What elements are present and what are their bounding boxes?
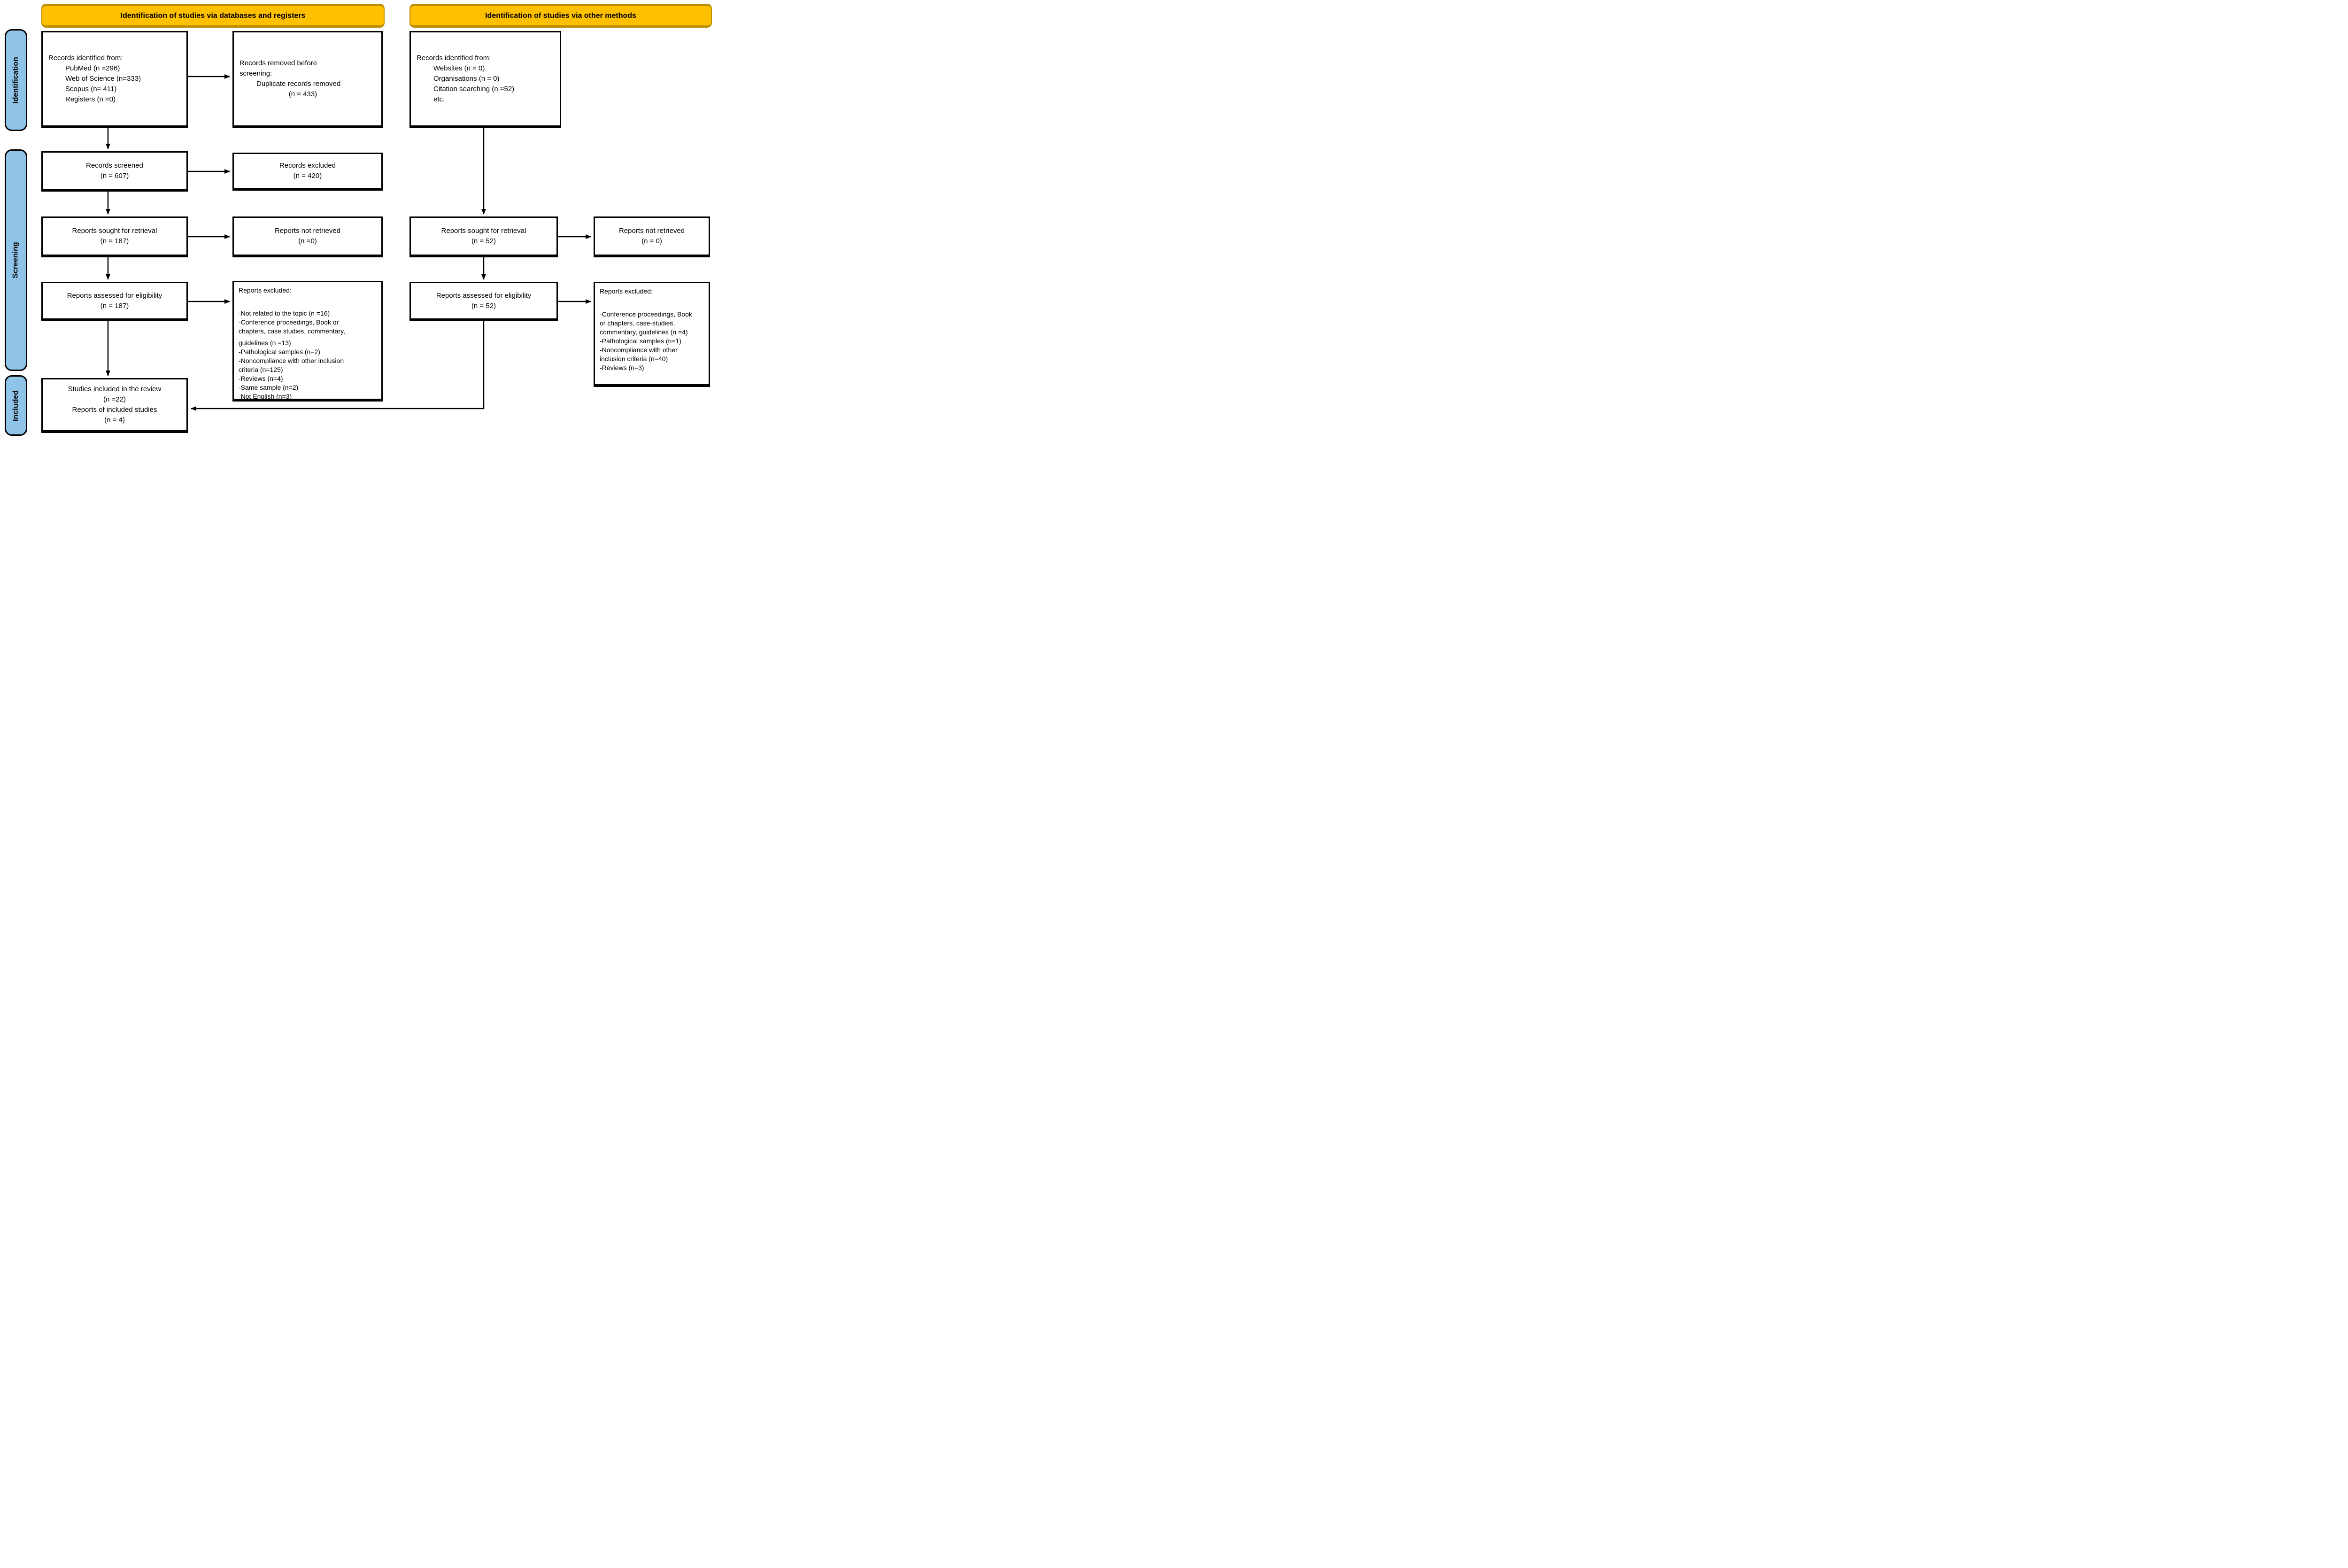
count-line: (n = 4) <box>104 416 125 424</box>
text-line: -Conference proceedings, Book <box>600 310 692 318</box>
text-line: -Pathological samples (n=1) <box>600 337 681 345</box>
text-line: Organisations (n = 0) <box>433 75 500 83</box>
stage-bar-screening: Screening <box>5 149 27 371</box>
text-line: Citation searching (n =52) <box>433 85 515 93</box>
text-line: -Reviews (n=4) <box>239 374 283 382</box>
text-line: -Not related to the topic (n =16) <box>239 309 330 317</box>
text-line: Duplicate records removed <box>256 80 341 88</box>
text-line: -Pathological samples (n=2) <box>239 348 320 355</box>
count-line: (n = 0) <box>641 237 662 245</box>
red-annotation-mark: , <box>345 331 347 337</box>
box-reports-assessed-other: Reports assessed for eligibility (n = 52… <box>409 282 558 321</box>
stage-bar-identification: Identification <box>5 29 27 131</box>
count-line: (n =0) <box>298 237 317 245</box>
count-line: (n = 420) <box>293 172 322 180</box>
count-line: (n = 187) <box>100 237 129 245</box>
box-reports-excluded-other: Reports excluded: -Conference proceeding… <box>594 282 710 387</box>
text-line: -Noncompliance with other <box>600 346 678 354</box>
box-label: Records screened <box>86 161 143 170</box>
header-other-methods: Identification of studies via other meth… <box>409 4 712 28</box>
text-line: Scopus (n= 411) <box>65 85 117 93</box>
box-title: Records identified from: <box>48 54 123 62</box>
box-reports-excluded-databases: Reports excluded: -Not related to the to… <box>232 281 383 402</box>
header-other-methods-label: Identification of studies via other meth… <box>485 11 636 20</box>
text-line: Reports of included studies <box>72 406 157 414</box>
box-title: Records identified from: <box>417 54 491 62</box>
box-label: Reports sought for retrieval <box>441 227 526 235</box>
text-line: screening: <box>239 70 272 77</box>
text-line: PubMed (n =296) <box>65 64 120 72</box>
stage-screening-label: Screening <box>12 242 20 278</box>
text-line-part: chapters, case studies, commentary, <box>239 327 345 335</box>
text-line: Registers (n =0) <box>65 95 116 103</box>
box-label: Reports assessed for eligibility <box>436 291 532 300</box>
text-line: Studies included in the review <box>68 385 162 393</box>
text-line: criteria (n=125) <box>239 365 283 373</box>
text-line: -Conference proceedings, Book or <box>239 318 339 326</box>
count-line: (n = 433) <box>288 90 317 98</box>
box-reports-assessed-databases: Reports assessed for eligibility (n = 18… <box>41 282 188 321</box>
count-line: (n = 607) <box>100 171 129 180</box>
stage-identification-label: Identification <box>12 56 20 104</box>
box-records-identified-databases: Records identified from: PubMed (n =296)… <box>41 31 188 128</box>
stage-bar-included: Included <box>5 375 27 436</box>
header-databases-registers: Identification of studies via databases … <box>41 4 385 28</box>
text-line: commentary, guidelines (n =4) <box>600 328 688 336</box>
text-line: -Reviews (n=3) <box>600 364 644 371</box>
box-label: Records excluded <box>279 162 336 170</box>
text-line: -Not English (n=3) <box>239 392 292 400</box>
box-reports-not-retrieved-other: Reports not retrieved (n = 0) <box>594 216 710 257</box>
box-title: Reports excluded: <box>239 286 292 294</box>
text-line: etc. <box>433 95 445 103</box>
box-title: Reports excluded: <box>600 287 653 295</box>
box-records-excluded: Records excluded (n = 420) <box>232 153 383 191</box>
box-records-identified-other: Records identified from: Websites (n = 0… <box>409 31 561 128</box>
box-label: Reports not retrieved <box>618 227 685 235</box>
count-line: (n = 52) <box>471 301 496 310</box>
text-line: Records removed before <box>239 59 317 67</box>
box-records-removed-before-screening: Records removed before screening: Duplic… <box>232 31 383 128</box>
text-line: -Noncompliance with other inclusion <box>239 356 344 364</box>
stage-included-label: Included <box>12 390 20 421</box>
box-reports-sought-databases: Reports sought for retrieval (n = 187) <box>41 216 188 257</box>
count-line: (n =22) <box>103 395 126 403</box>
text-line: or chapters, case-studies, <box>600 319 675 327</box>
box-reports-not-retrieved-databases: Reports not retrieved (n =0) <box>232 216 383 257</box>
count-line: (n = 187) <box>100 301 129 310</box>
box-label: Reports sought for retrieval <box>72 227 157 235</box>
text-line: inclusion criteria (n=40) <box>600 355 668 363</box>
box-records-screened: Records screened (n = 607) <box>41 151 188 192</box>
text-line: chapters, case studies, commentary,, <box>239 327 377 339</box>
text-line: Websites (n = 0) <box>433 64 485 72</box>
box-reports-sought-other: Reports sought for retrieval (n = 52) <box>409 216 558 257</box>
header-databases-registers-label: Identification of studies via databases … <box>120 11 306 20</box>
count-line: (n = 52) <box>471 237 496 245</box>
text-line: -Same sample (n=2) <box>239 383 299 391</box>
text-line: Web of Science (n=333) <box>65 75 141 83</box>
text-line: guidelines (n =13) <box>239 339 291 347</box>
prisma-flow-diagram: Identification of studies via databases … <box>0 0 726 438</box>
box-label: Reports assessed for eligibility <box>67 291 162 300</box>
box-studies-included: Studies included in the review (n =22) R… <box>41 378 188 433</box>
box-label: Reports not retrieved <box>274 227 341 235</box>
